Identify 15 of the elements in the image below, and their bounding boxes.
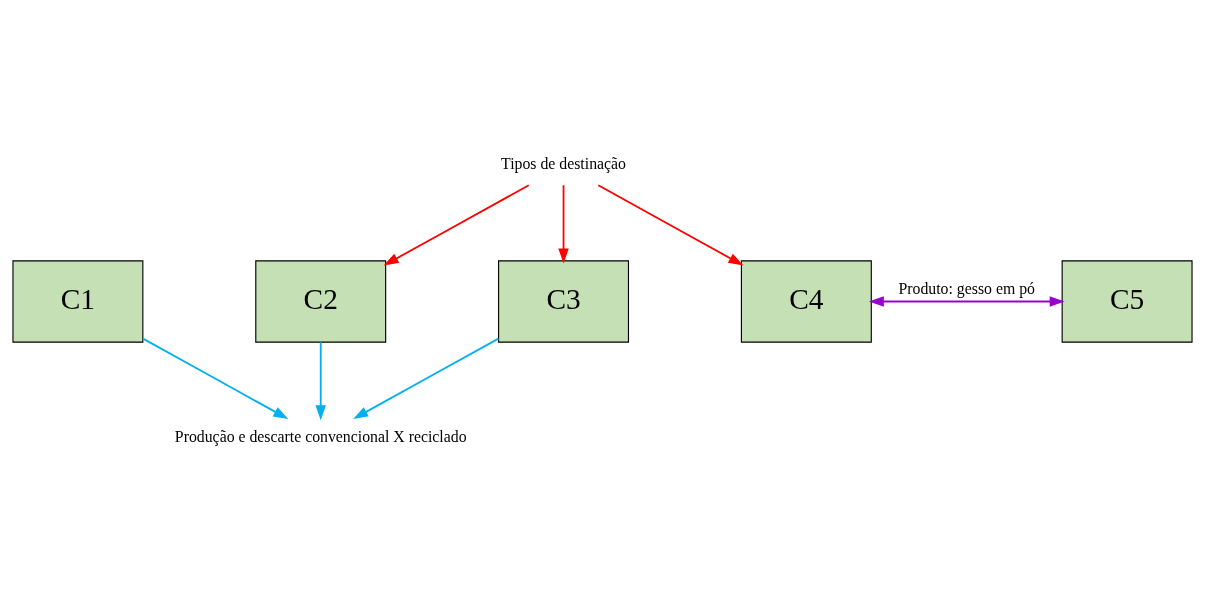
node-text: Produção e descarte convencional X reciclado (174, 427, 467, 445)
arrow (383, 183, 530, 266)
arrow (315, 340, 326, 420)
arrow (142, 337, 289, 419)
node-box: C2 (255, 259, 387, 343)
edge-label: Produto: gesso em pó (898, 279, 1035, 297)
node-box: C3 (498, 259, 630, 343)
arrow (868, 295, 1065, 307)
arrow (353, 337, 500, 419)
node-box: C1 (12, 259, 144, 343)
node-box: C5 (1061, 259, 1193, 343)
arrow (597, 183, 744, 266)
node-box: C4 (740, 259, 872, 343)
node-text: Tipos de destinação (501, 154, 626, 172)
arrow (558, 183, 569, 263)
